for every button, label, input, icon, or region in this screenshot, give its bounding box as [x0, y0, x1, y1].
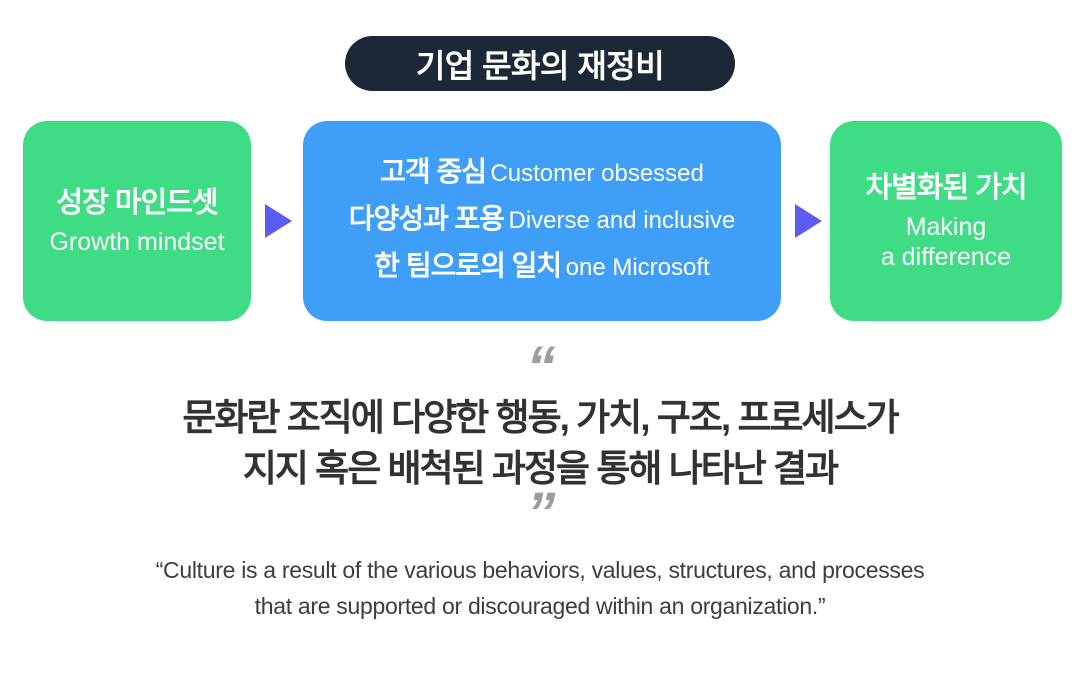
value-line-one-microsoft: 한 팀으로의 일치 one Microsoft: [374, 245, 709, 292]
value-english-label: Customer obsessed: [490, 159, 704, 187]
difference-korean-label: 차별화된 가치: [865, 172, 1027, 204]
korean-quote: 문화란 조직에 다양한 행동, 가치, 구조, 프로세스가 지지 혹은 배척된 …: [0, 392, 1080, 494]
value-line-customer: 고객 중심 Customer obsessed: [380, 151, 704, 198]
english-quote: “Culture is a result of the various beha…: [0, 552, 1080, 624]
difference-english-line1: Making: [905, 213, 987, 241]
growth-mindset-korean-label: 성장 마인드셋: [56, 187, 218, 219]
title-badge: 기업 문화의 재정비: [345, 36, 735, 91]
close-quote-icon: ”: [526, 481, 556, 546]
difference-english-label: Making a difference: [881, 212, 1011, 272]
value-english-label: Diverse and inclusive: [508, 206, 736, 234]
right-arrow-icon: [265, 204, 292, 238]
growth-mindset-box: 성장 마인드셋 Growth mindset: [23, 121, 251, 321]
page-title: 기업 문화의 재정비: [415, 47, 665, 84]
english-quote-line2: that are supported or discouraged within…: [254, 593, 826, 619]
korean-quote-line1: 문화란 조직에 다양한 행동, 가치, 구조, 프로세스가: [182, 397, 899, 438]
value-korean-label: 고객 중심: [380, 155, 487, 187]
growth-mindset-english-label: Growth mindset: [49, 228, 225, 256]
value-english-label: one Microsoft: [565, 253, 710, 281]
value-korean-label: 다양성과 포용: [348, 202, 505, 234]
right-arrow-icon: [795, 204, 822, 238]
culture-values-box: 고객 중심 Customer obsessed 다양성과 포용 Diverse …: [303, 121, 781, 321]
english-quote-line1: “Culture is a result of the various beha…: [155, 557, 925, 583]
difference-english-line2: a difference: [880, 243, 1012, 271]
korean-quote-line2: 지지 혹은 배척된 과정을 통해 나타난 결과: [242, 448, 839, 489]
value-line-diverse: 다양성과 포용 Diverse and inclusive: [349, 198, 736, 245]
value-korean-label: 한 팀으로의 일치: [374, 249, 562, 281]
open-quote-icon: “: [526, 335, 556, 400]
difference-box: 차별화된 가치 Making a difference: [830, 121, 1062, 321]
